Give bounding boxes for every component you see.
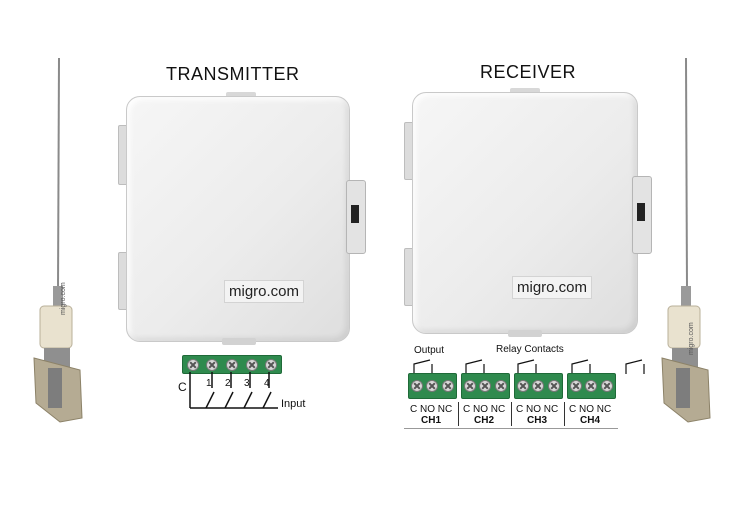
receiver-channel-divider	[511, 402, 512, 426]
receiver-brand-label: migro.com	[512, 276, 593, 299]
receiver-channel-divider	[564, 402, 565, 426]
receiver-top-tab	[510, 88, 540, 94]
terminal-screw-icon	[601, 380, 614, 392]
receiver-relay-contacts-label: Relay Contacts	[496, 344, 564, 355]
terminal-screw-icon	[206, 358, 219, 371]
transmitter-enclosure	[126, 96, 350, 342]
right-antenna	[650, 57, 720, 438]
terminal-screw-icon	[548, 380, 561, 392]
receiver-ch1-label: CH1	[421, 415, 442, 426]
terminal-screw-icon	[479, 380, 492, 392]
receiver-channel-divider	[458, 402, 459, 426]
terminal-screw-icon	[532, 380, 545, 392]
receiver-ch3-label: CH3	[527, 415, 548, 426]
terminal-screw-icon	[225, 358, 238, 371]
transmitter-input-2-label: 2	[225, 378, 231, 389]
transmitter-input-3-label: 3	[244, 378, 250, 389]
terminal-screw-icon	[569, 380, 582, 392]
transmitter-brand-label: migro.com	[224, 280, 305, 303]
receiver-latch	[632, 176, 652, 254]
right-antenna-label: migro.com	[688, 322, 695, 355]
receiver-ch2-label: CH2	[474, 415, 495, 426]
terminal-screw-icon	[426, 380, 439, 392]
transmitter-input-wiring	[189, 372, 278, 409]
terminal-screw-icon	[186, 358, 199, 371]
receiver-ch1-contact-labels: C NO NC	[410, 404, 453, 415]
transmitter-input-4-label: 4	[264, 378, 270, 389]
antenna-right-graphic	[661, 57, 711, 423]
transmitter-latch	[346, 180, 366, 254]
receiver-ch2-contact-labels: C NO NC	[463, 404, 506, 415]
transmitter-terminal-block	[182, 355, 282, 374]
terminal-screw-icon	[245, 358, 258, 371]
receiver-ch4-contact-labels: C NO NC	[569, 404, 612, 415]
terminal-screw-icon	[516, 380, 529, 392]
receiver-ch4-terminal-block	[567, 373, 616, 399]
receiver-baseline	[404, 428, 618, 429]
terminal-screw-icon	[585, 380, 598, 392]
terminal-screw-icon	[463, 380, 476, 392]
transmitter-title: TRANSMITTER	[166, 64, 300, 84]
receiver-ch1-terminal-block	[408, 373, 457, 399]
receiver-ch4-label: CH4	[580, 415, 601, 426]
transmitter-top-tab	[226, 92, 256, 98]
transmitter-common-label: C	[178, 380, 187, 394]
transmitter-bottom-tab	[222, 338, 256, 345]
terminal-screw-icon	[410, 380, 423, 392]
transmitter-input-1-label: 1	[206, 378, 212, 389]
terminal-screw-icon	[265, 358, 278, 371]
left-antenna	[20, 57, 90, 438]
receiver-ch3-contact-labels: C NO NC	[516, 404, 559, 415]
receiver-ch3-terminal-block	[514, 373, 563, 399]
receiver-ch2-terminal-block	[461, 373, 510, 399]
receiver-relay-symbols	[413, 359, 645, 374]
receiver-bottom-tab	[508, 330, 542, 337]
terminal-screw-icon	[442, 380, 455, 392]
receiver-title: RECEIVER	[480, 62, 577, 82]
left-antenna-label: migro.com	[60, 282, 67, 315]
transmitter-input-label: Input	[281, 398, 306, 410]
antenna-left-graphic	[33, 57, 83, 423]
receiver-output-label: Output	[414, 345, 445, 356]
terminal-screw-icon	[495, 380, 508, 392]
